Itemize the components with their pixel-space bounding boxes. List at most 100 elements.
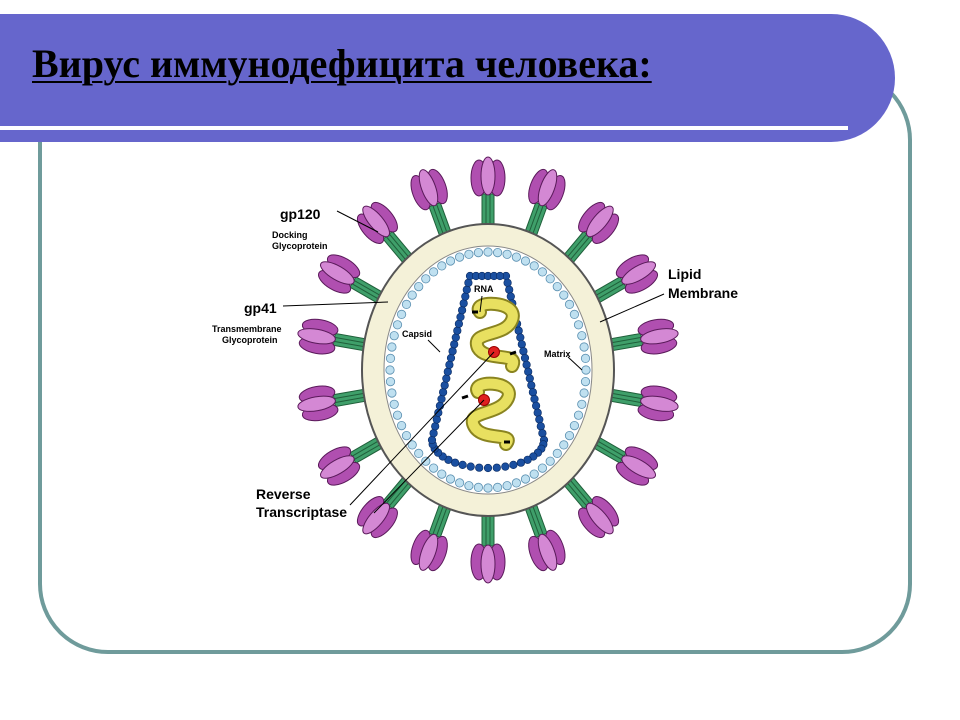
matrix-protein (428, 463, 439, 473)
matrix-layer (385, 247, 591, 493)
matrix-protein (569, 420, 580, 431)
matrix-protein (454, 478, 465, 488)
capsid-protein (459, 299, 468, 308)
capsid-protein (440, 381, 449, 390)
title-underline-bar (0, 126, 848, 130)
matrix-protein (464, 481, 474, 491)
rna-strand-1 (471, 298, 519, 371)
glycoprotein-spike (589, 254, 659, 305)
capsid-protein (528, 388, 538, 397)
matrix-protein (387, 388, 397, 398)
matrix-protein (445, 256, 456, 266)
gp120-lobe (362, 502, 390, 535)
matrix-protein (545, 456, 555, 466)
matrix-protein (401, 430, 412, 441)
capsid-protein (442, 374, 451, 383)
gp41-stalk-line (607, 396, 642, 404)
rna-strand-2 (467, 378, 514, 449)
matrix-protein (537, 463, 548, 473)
title-bar: Вирус иммунодефицита человека: (0, 14, 895, 142)
gp120-lobe (297, 395, 336, 412)
capsid-protein (431, 422, 440, 431)
capsid-protein (434, 408, 443, 417)
matrix-protein (401, 299, 412, 309)
capsid-protein (450, 340, 459, 349)
capsid-protein (448, 347, 457, 356)
matrix-protein (385, 353, 396, 363)
capsid-protein (475, 463, 484, 472)
capsid-protein (461, 292, 470, 301)
matrix-protein (545, 274, 555, 284)
capsid-protein (509, 460, 518, 470)
gp41-stalk-line (333, 340, 368, 348)
gp41-stalk-line (432, 205, 445, 238)
capsid-protein (453, 326, 462, 335)
label-gp120-desc-1: Docking (272, 230, 308, 240)
matrix-protein (483, 247, 493, 257)
gp41-stalk-line (608, 340, 643, 348)
capsid-protein (435, 401, 445, 410)
matrix-protein (511, 478, 522, 488)
matrix-protein (407, 440, 417, 450)
gp41-stalk-line (388, 233, 412, 261)
capsid-protein (538, 429, 547, 438)
matrix-protein (559, 290, 569, 300)
label-rna: RNA (474, 284, 494, 294)
capsid-protein (451, 333, 460, 342)
gp41-stalk-line (564, 233, 588, 261)
gp120-lobe (320, 455, 355, 479)
glycoprotein-spike (356, 474, 415, 539)
matrix-protein (389, 331, 399, 341)
gp41-stalk-line (334, 396, 369, 404)
gp120-lobe (362, 205, 390, 238)
matrix-protein (396, 420, 407, 431)
gp41-stalk-line (594, 283, 625, 302)
capsid-protein (456, 312, 465, 322)
matrix-protein (396, 309, 407, 319)
capsid-protein (439, 388, 448, 397)
capsid-protein (495, 271, 505, 281)
gp120-lobe (537, 169, 558, 207)
matrix-protein (511, 252, 522, 262)
capsid-protein (446, 353, 456, 363)
glycoprotein-spike (297, 385, 370, 422)
matrix-protein (529, 469, 539, 479)
matrix-protein (387, 342, 397, 352)
matrix-protein (414, 448, 424, 458)
glycoprotein-spike (561, 474, 620, 539)
capsid-protein (506, 292, 515, 301)
matrix-protein (428, 267, 439, 277)
gp41-stalk-line (351, 283, 382, 302)
glycoprotein-spike (356, 201, 415, 266)
gp41-stalk-line (608, 392, 643, 400)
gp41-stalk-line (334, 336, 369, 344)
gp41-stalk-line (567, 236, 591, 263)
matrix-protein (492, 248, 503, 258)
gp120-lobe (640, 395, 679, 412)
envelope-glycoproteins (297, 156, 679, 584)
capsid-protein (427, 435, 437, 445)
matrix-protein (577, 331, 587, 341)
label-transcriptase: Transcriptase (256, 504, 347, 520)
gp41-stalk-line (432, 502, 445, 535)
matrix-protein (520, 256, 531, 266)
capsid-protein (522, 360, 531, 369)
glycoprotein-spike (470, 156, 506, 229)
capsid-protein (466, 462, 475, 471)
matrix-protein (564, 299, 575, 309)
gp120-lobe (537, 533, 558, 571)
label-gp41: gp41 (244, 300, 277, 316)
matrix-protein (392, 410, 403, 420)
gp120-lobe (586, 205, 614, 238)
slide-title: Вирус иммунодефицита человека: (32, 41, 652, 86)
gp41-stalk-line (527, 503, 540, 537)
glycoprotein-spike (410, 168, 453, 240)
capsid-protein (437, 394, 446, 404)
capsid-protein (483, 463, 493, 473)
capsid-protein (525, 374, 534, 383)
label-membrane: Membrane (668, 285, 738, 301)
gp120-lobe (640, 328, 679, 345)
leader-lines (282, 210, 665, 514)
capsid-protein (523, 455, 532, 464)
capsid-protein (533, 408, 542, 417)
